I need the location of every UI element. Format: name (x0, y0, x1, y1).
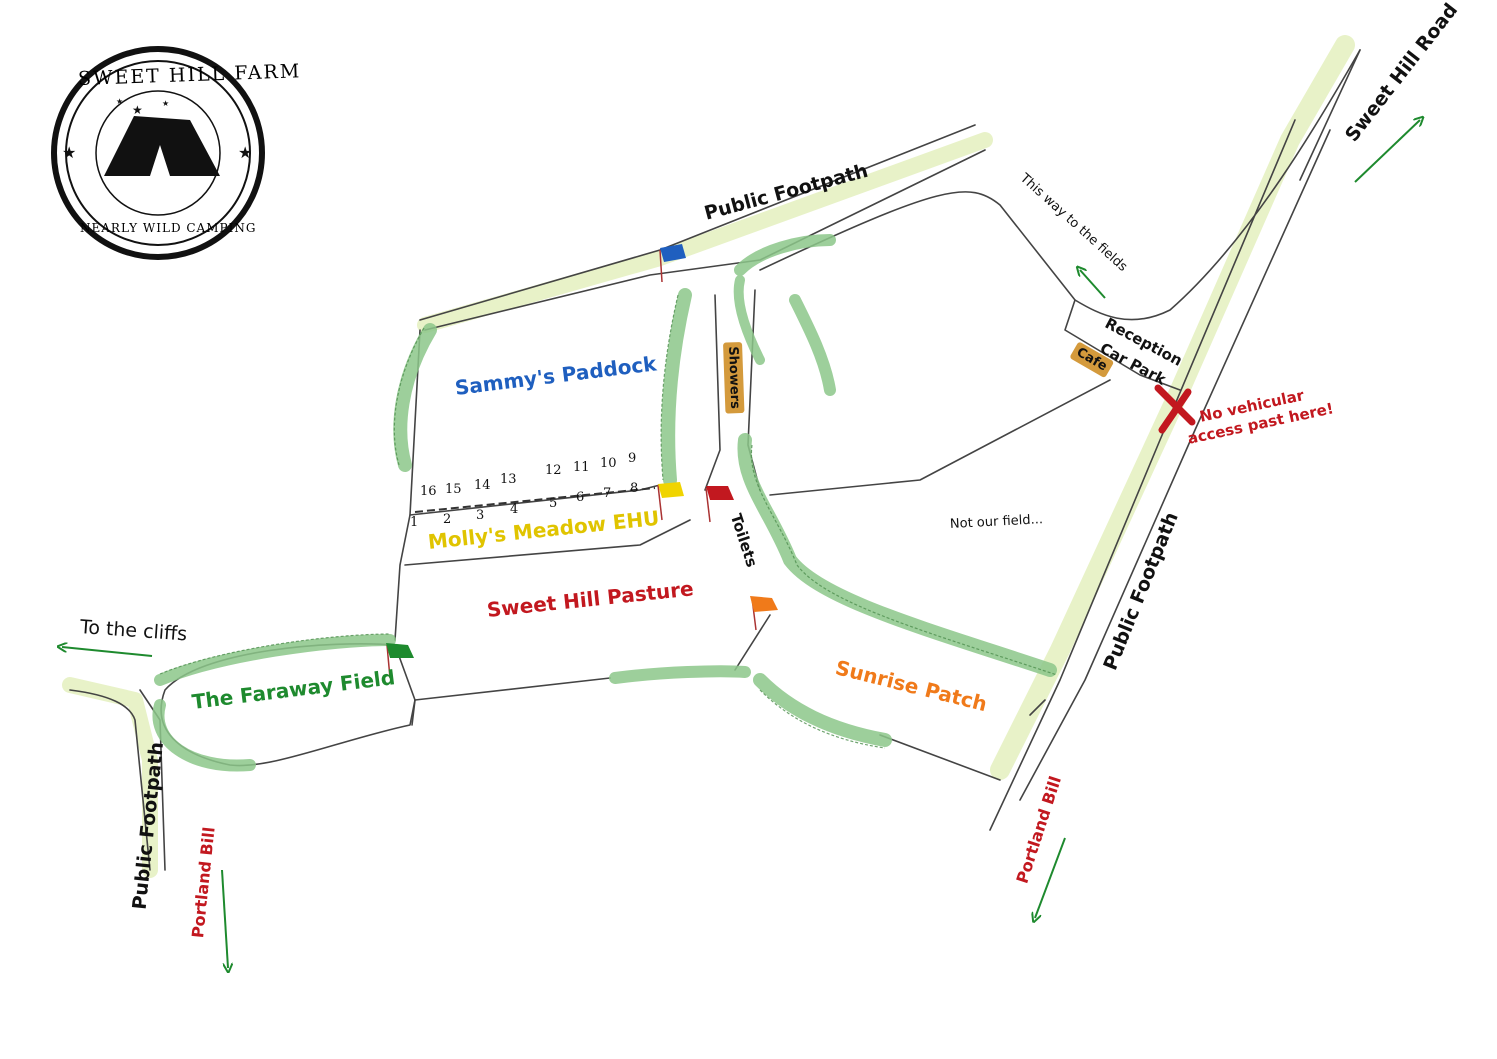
star-icon: ★ (162, 99, 169, 108)
star-icon: ★ (62, 143, 76, 162)
pitch-number: 1 (410, 515, 419, 530)
pitch-number: 8 (630, 481, 639, 496)
pitch-number: 14 (474, 478, 491, 493)
pitch-number: 15 (445, 482, 462, 497)
pitch-number: 5 (549, 496, 558, 511)
no-access-cross-icon (1154, 384, 1196, 434)
flag-faraway (386, 643, 414, 679)
star-icon: ★ (116, 97, 123, 106)
hedge-outlines (159, 294, 1058, 749)
pitch-number: 4 (510, 502, 519, 517)
pitch-number: 3 (476, 508, 485, 523)
label-showers: Showers (723, 342, 745, 414)
field-boundaries (69, 49, 1361, 871)
pitch-number: 13 (500, 472, 517, 487)
arrow-sweet-hill-road (1354, 120, 1420, 183)
logo-tagline: NEARLY WILD CAMPING (80, 221, 257, 235)
flag-sunrise (750, 596, 778, 631)
star-icon: ★ (132, 103, 143, 117)
pitch-row-line (414, 487, 656, 513)
pitch-number: 9 (628, 451, 637, 466)
logo: ★ ★ ★ ★ ★ (51, 46, 265, 260)
tent-icon (104, 116, 220, 176)
pitch-number: 16 (420, 484, 437, 499)
direction-arrows (62, 120, 1420, 968)
pitch-number: 12 (545, 463, 562, 478)
flag-pasture (705, 486, 734, 523)
flag-mollys (657, 482, 684, 521)
pitch-number: 10 (600, 456, 617, 471)
arrow-this-way (1080, 270, 1106, 299)
star-icon: ★ (238, 143, 252, 162)
arrow-portland-left (221, 869, 228, 968)
pitch-number: 11 (573, 460, 590, 475)
arrow-portland-right (1035, 837, 1066, 918)
pitch-number: 2 (443, 512, 452, 527)
pitch-number: 6 (576, 490, 585, 505)
arrow-to-cliffs (62, 647, 153, 657)
pitch-number: 7 (603, 486, 612, 501)
flag-sammys (659, 244, 686, 283)
hedges (152, 234, 1057, 772)
